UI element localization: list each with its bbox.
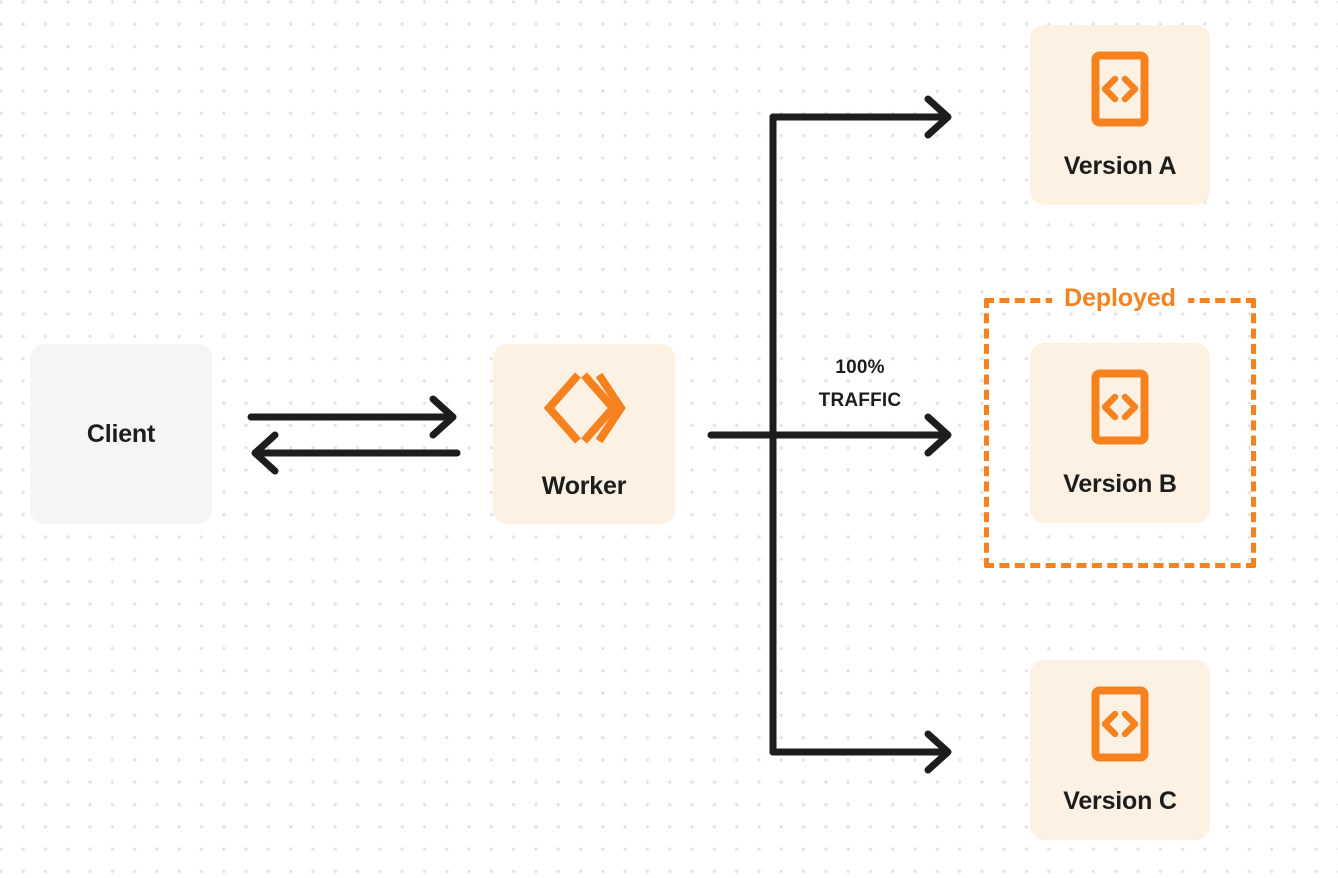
node-version-a-label: Version A — [1063, 152, 1177, 180]
node-version-b-label: Version B — [1063, 470, 1177, 498]
group-deployed-label: Deployed — [1052, 286, 1188, 311]
group-deployed: Deployed — [984, 286, 1256, 568]
node-worker[interactable]: Worker — [493, 344, 675, 524]
code-file-icon — [1091, 369, 1149, 450]
node-client[interactable]: Client — [30, 344, 212, 524]
arrow-worker-to-version-a — [769, 95, 952, 139]
arrow-worker-to-version-c — [769, 730, 952, 774]
node-worker-label: Worker — [541, 472, 627, 500]
traffic-annotation: 100% TRAFFIC — [788, 352, 932, 417]
node-version-c-label: Version C — [1063, 787, 1177, 815]
traffic-percent: 100% — [835, 357, 885, 378]
code-file-icon — [1091, 51, 1149, 132]
node-version-b[interactable]: Version B — [1030, 343, 1210, 523]
node-version-c[interactable]: Version C — [1030, 660, 1210, 840]
arrow-worker-to-version-b — [707, 413, 952, 457]
node-version-a[interactable]: Version A — [1030, 25, 1210, 205]
arrow-client-to-worker — [247, 395, 457, 439]
code-file-icon — [1091, 686, 1149, 767]
traffic-caption: TRAFFIC — [818, 389, 902, 411]
cloudflare-workers-logo-icon — [541, 369, 627, 452]
node-client-label: Client — [86, 419, 156, 448]
arrow-worker-to-client — [251, 431, 461, 475]
